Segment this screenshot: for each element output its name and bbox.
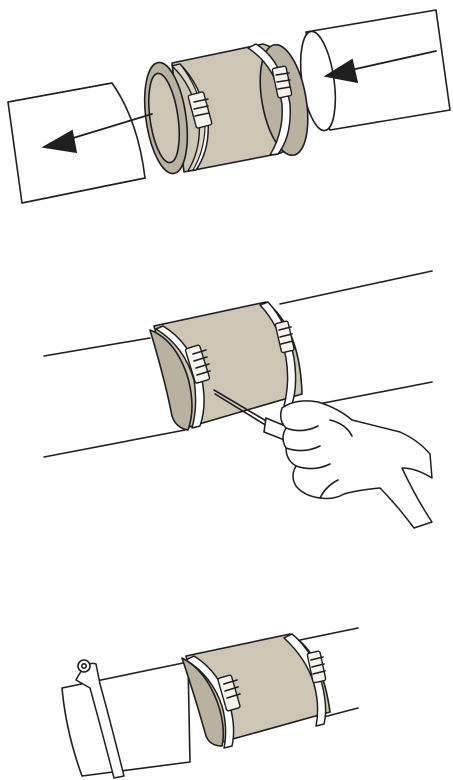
right-pipe — [295, 10, 450, 133]
hand-icon — [281, 401, 432, 528]
step-1-illustration — [0, 0, 453, 220]
coupling — [150, 302, 302, 430]
coupling — [138, 41, 315, 176]
coupling — [182, 634, 330, 748]
left-pipe — [8, 83, 145, 203]
step-2-tighten-clamp — [0, 250, 453, 540]
step-1-insert-pipes — [0, 0, 453, 220]
step-3-support-pipe — [0, 600, 453, 780]
step-3-illustration — [0, 600, 453, 780]
step-2-illustration — [0, 250, 453, 540]
